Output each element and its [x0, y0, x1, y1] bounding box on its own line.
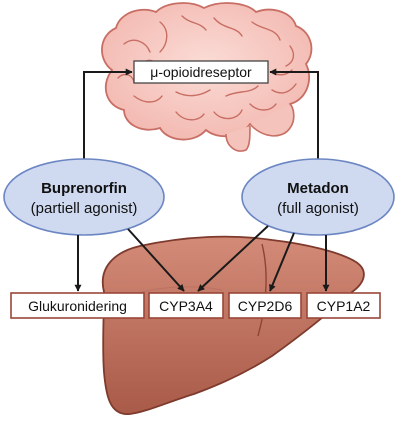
- pathway-box-cyp2d6: [228, 292, 302, 319]
- pathway-label-cyp1a2: CYP1A2: [317, 298, 371, 314]
- pathway-box-cyp3a4: [148, 292, 224, 319]
- buprenorfin-receptor-arrow: [83, 68, 133, 170]
- buprenorfin-name: Buprenorfin: [41, 180, 127, 197]
- metadon-ellipse: [241, 158, 395, 236]
- liver-illustration: [101, 235, 365, 415]
- pathway-label-cyp3a4: CYP3A4: [159, 298, 213, 314]
- metadon-receptor-arrow: [269, 68, 319, 170]
- metadon-cyp2d6-arrow: [269, 232, 295, 292]
- receptor-label: μ-opioidreseptor: [150, 64, 252, 80]
- metadon-cyp3a4-arrow: [197, 225, 269, 292]
- pathway-box-glukuronidering: [10, 292, 145, 319]
- buprenorfin-ellipse: [3, 158, 165, 236]
- pathway-label-glukuronidering: Glukuronidering: [28, 298, 127, 314]
- metadon-type: (full agonist): [277, 200, 359, 217]
- buprenorfin-cyp3a4-arrow: [127, 228, 185, 292]
- pathway-label-cyp2d6: CYP2D6: [238, 298, 293, 314]
- pathway-box-cyp1a2: [306, 292, 381, 319]
- buprenorfin-type: (partiell agonist): [31, 200, 138, 217]
- metadon-name: Metadon: [287, 180, 349, 197]
